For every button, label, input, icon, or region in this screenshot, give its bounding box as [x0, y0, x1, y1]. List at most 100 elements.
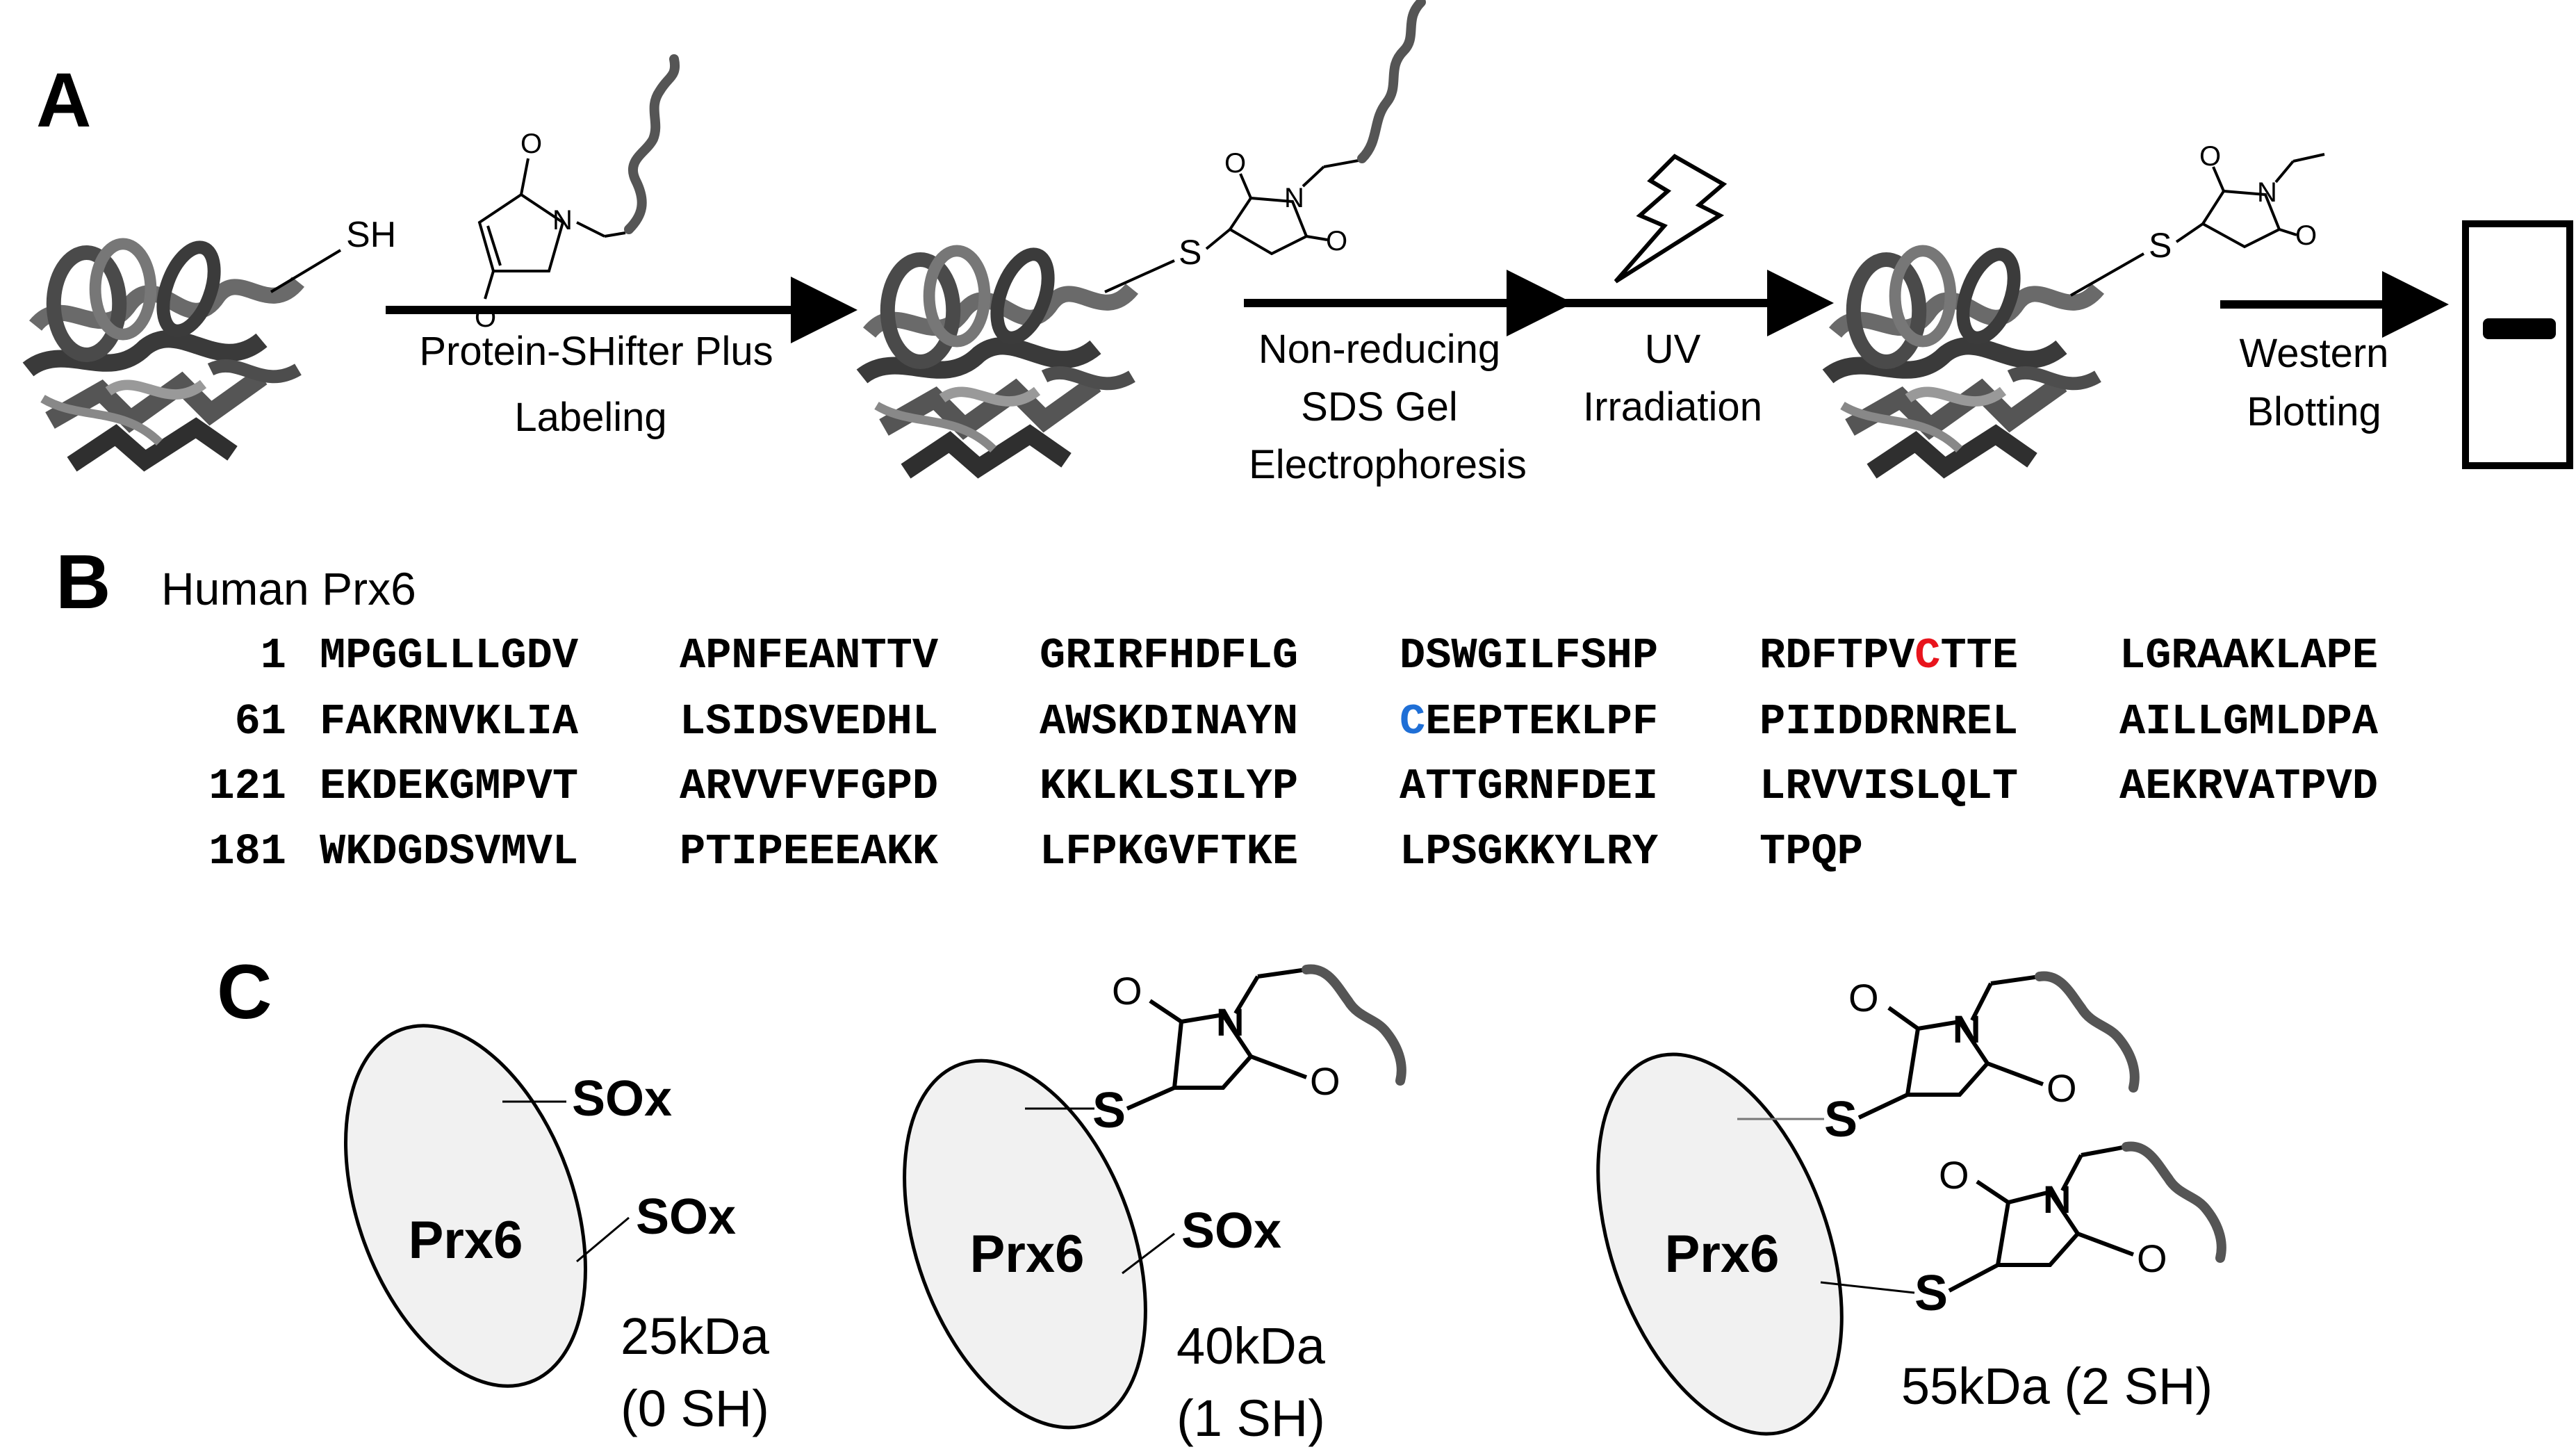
svg-text:DSWGILFSHP: DSWGILFSHP: [1400, 631, 1658, 680]
panel-b-title: Human Prx6: [161, 563, 416, 614]
svg-text:LGRAAKLAPE: LGRAAKLAPE: [2119, 631, 2378, 680]
sequence-row-4: 181 WKDGDSVMVL PTIPEEEAKK LFPKGVFTKE LPS…: [208, 827, 1862, 876]
svg-text:O: O: [1310, 1059, 1340, 1103]
step2-caption-line1: Non-reducing: [1258, 327, 1500, 372]
photoreactive-tail-3b: [2122, 1141, 2226, 1263]
protein-structure-1: [28, 240, 298, 464]
mass-label-3: 55kDa (2 SH): [1901, 1357, 2213, 1415]
svg-text:GRIRFHDFLG: GRIRFHDFLG: [1040, 631, 1298, 680]
svg-text:AWSKDINAYN: AWSKDINAYN: [1040, 697, 1298, 746]
succinimide-linker-1: O O N: [1224, 0, 1426, 256]
svg-text:O: O: [2199, 141, 2221, 172]
panel-c-letter: C: [217, 949, 272, 1035]
sequence-row-2: 61 FAKRNVKLIA LSIDSVEDHL AWSKDINAYN CEEP…: [235, 697, 2379, 746]
step1-caption-line2: Labeling: [514, 395, 666, 440]
svg-text:S: S: [1179, 233, 1201, 272]
svg-text:PIIDDRNREL: PIIDDRNREL: [1759, 697, 2018, 746]
sh-count-label-2: (1 SH): [1176, 1389, 1325, 1447]
sequence-row-1: 1 MPGGLLLGDV APNFEANTTV GRIRFHDFLG DSWGI…: [261, 631, 2378, 680]
protein-structure-2: [862, 247, 1133, 471]
protein-structure-3: [1828, 247, 2099, 471]
prx6-label-1: Prx6: [409, 1211, 523, 1270]
sh-bond: [270, 249, 342, 293]
mass-label-1: 25kDa: [621, 1307, 770, 1365]
step3-caption-line2: Irradiation: [1583, 384, 1762, 430]
sox-label-1b: SOx: [636, 1189, 736, 1245]
step3-caption-line1: UV: [1645, 327, 1701, 372]
svg-text:AILLGMLDPA: AILLGMLDPA: [2119, 697, 2379, 746]
svg-text:EKDEKGMPVT: EKDEKGMPVT: [320, 762, 578, 811]
sh-count-label-1: (0 SH): [621, 1380, 769, 1437]
svg-text:61: 61: [235, 697, 286, 746]
panel-a: A SH O O N Protein-SHifter Plus Labeling: [28, 0, 2573, 487]
thioether-s-3b: S: [1914, 1266, 1948, 1321]
sox-label-1a: SOx: [572, 1071, 672, 1127]
prx6-species-2sh: Prx6 S O N O S O N O: [1596, 971, 2226, 1436]
prx6-ellipse-2: [903, 1059, 1147, 1430]
svg-text:TPQP: TPQP: [1759, 827, 1863, 876]
svg-text:N: N: [552, 205, 573, 236]
svg-text:O: O: [2295, 220, 2317, 251]
western-blot-box: [2462, 220, 2573, 469]
sequence-block-with-peroxidatic-cys: RDFTPVCTTE: [1759, 631, 2018, 680]
svg-text:AEKRVATPVD: AEKRVATPVD: [2119, 762, 2378, 811]
prx6-label-3: Prx6: [1665, 1225, 1780, 1284]
photoreactive-tail-1: [624, 54, 680, 234]
svg-text:LRVVISLQLT: LRVVISLQLT: [1759, 762, 2018, 811]
photoreactive-tail-3a: [2035, 971, 2140, 1093]
svg-text:APNFEANTTV: APNFEANTTV: [680, 631, 939, 680]
svg-text:O: O: [1326, 226, 1347, 256]
prx6-species-0sh: Prx6 SOx SOx 25kDa (0 SH): [344, 1024, 770, 1437]
svg-text:O: O: [2046, 1066, 2077, 1110]
step4-caption-line2: Blotting: [2247, 389, 2381, 434]
svg-text:LPSGKKYLRY: LPSGKKYLRY: [1400, 827, 1659, 876]
svg-text:LSIDSVEDHL: LSIDSVEDHL: [680, 697, 938, 746]
maleimide-reagent-1: O O N: [475, 54, 680, 333]
svg-text:O: O: [1939, 1153, 1969, 1197]
panel-c: C Prx6 SOx SOx 25kDa (0 SH) Prx6 S O N O: [217, 949, 2226, 1447]
prx6-species-1sh: Prx6 S O N O SOx 40kDa (1 SH): [903, 964, 1406, 1447]
svg-text:O: O: [1112, 969, 1142, 1013]
step2-caption-line3: Electrophoresis: [1249, 442, 1527, 487]
sequence-block-with-cys91: CEEPTEKLPF: [1400, 697, 1658, 746]
sh-label: SH: [346, 215, 396, 255]
svg-text:O: O: [1224, 148, 1246, 179]
prx6-ellipse-3: [1596, 1052, 1844, 1436]
step2-caption-line2: SDS Gel: [1301, 384, 1458, 430]
svg-text:O: O: [520, 129, 542, 159]
svg-text:KKLKLSILYP: KKLKLSILYP: [1040, 762, 1298, 811]
cys47-highlight: C: [1914, 631, 1940, 680]
svg-text:ARVVFVFGPD: ARVVFVFGPD: [680, 762, 938, 811]
svg-text:ATTGRNFDEI: ATTGRNFDEI: [1400, 762, 1658, 811]
svg-text:O: O: [2137, 1236, 2167, 1280]
sequence-row-3: 121 EKDEKGMPVT ARVVFVFGPD KKLKLSILYP ATT…: [208, 762, 2378, 811]
western-blot-band: [2483, 318, 2556, 339]
prx6-label-2: Prx6: [970, 1225, 1085, 1284]
mass-label-2: 40kDa: [1176, 1317, 1326, 1375]
succinimide-product: O O N: [2199, 141, 2325, 251]
svg-text:MPGGLLLGDV: MPGGLLLGDV: [320, 631, 579, 680]
svg-text:LFPKGVFTKE: LFPKGVFTKE: [1040, 827, 1298, 876]
svg-text:N: N: [2257, 177, 2277, 208]
prx6-ellipse-1: [344, 1024, 587, 1388]
cys91-highlight: C: [1400, 697, 1425, 746]
svg-text:WKDGDSVMVL: WKDGDSVMVL: [320, 827, 578, 876]
svg-text:121: 121: [208, 762, 286, 811]
step1-caption-line1: Protein-SHifter Plus: [419, 329, 773, 374]
photoreactive-tail-2: [1302, 964, 1406, 1086]
svg-text:181: 181: [208, 827, 286, 876]
step4-caption-line1: Western: [2240, 331, 2389, 376]
panel-a-letter: A: [36, 58, 91, 143]
thioether-s-2: S: [1092, 1083, 1126, 1138]
svg-text:1: 1: [261, 631, 286, 680]
svg-text:S: S: [2149, 226, 2172, 265]
uv-lightning-icon: [1614, 154, 1728, 284]
svg-text:PTIPEEEAKK: PTIPEEEAKK: [680, 827, 939, 876]
panel-b-letter: B: [56, 539, 110, 625]
sox-label-2: SOx: [1181, 1203, 1281, 1259]
panel-b: B Human Prx6 1 MPGGLLLGDV APNFEANTTV GRI…: [56, 539, 2379, 876]
svg-text:N: N: [1284, 183, 1304, 213]
thioether-s-3a: S: [1824, 1092, 1857, 1147]
svg-text:O: O: [1848, 976, 1879, 1020]
